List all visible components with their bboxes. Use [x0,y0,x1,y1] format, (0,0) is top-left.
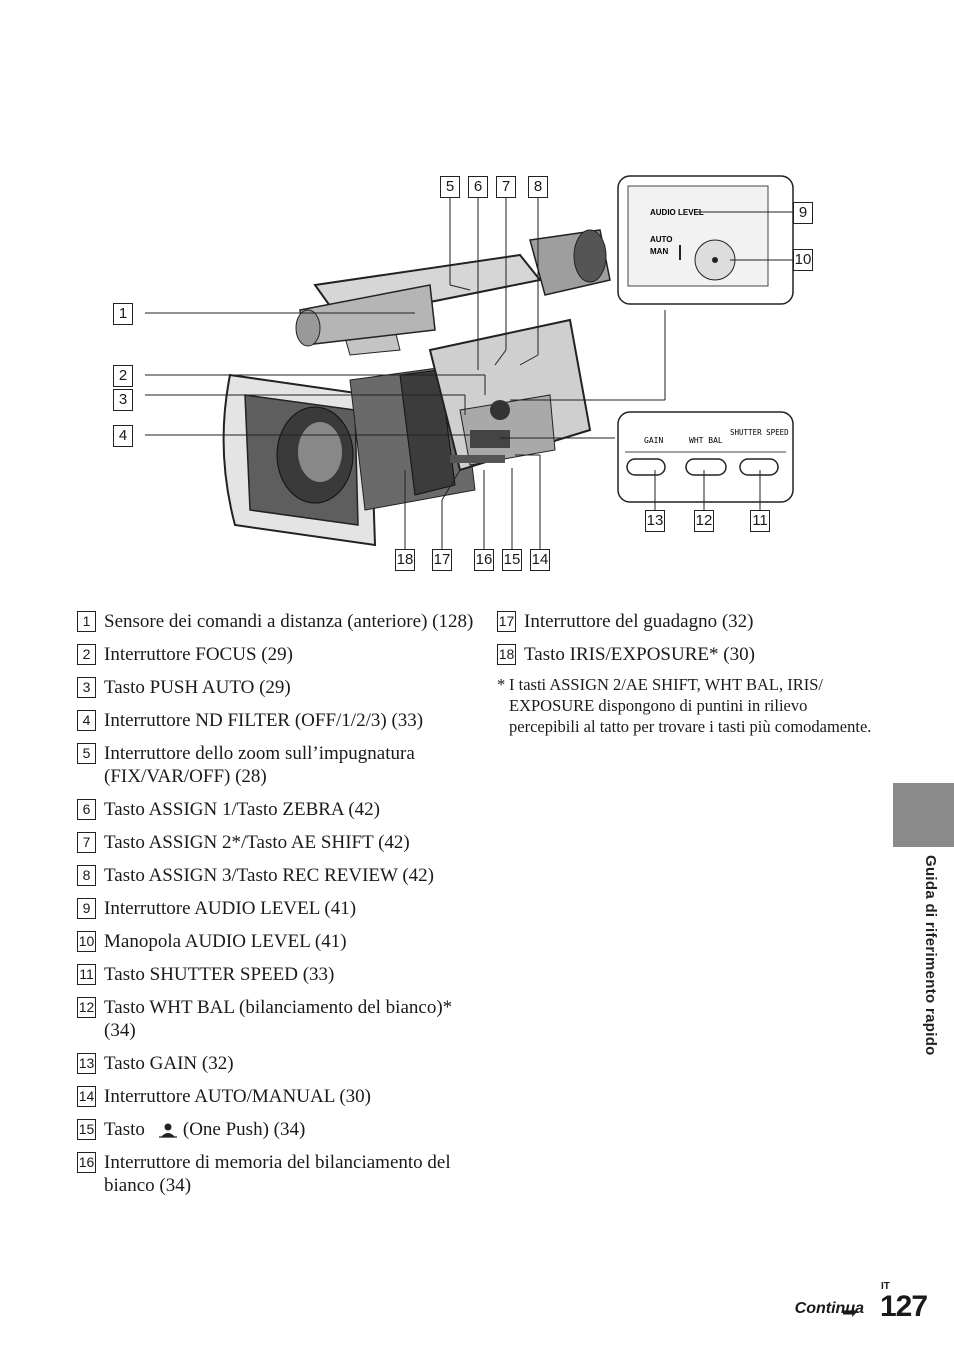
callout-11: 11 [750,510,770,532]
section-tab [893,783,954,847]
callout-15: 15 [502,549,522,571]
legend-item: 2 Interruttore FOCUS (29) [77,643,477,666]
legend-item: 9 Interruttore AUDIO LEVEL (41) [77,897,477,920]
legend-item: 18 Tasto IRIS/EXPOSURE* (30) [497,643,877,666]
legend-item: 4 Interruttore ND FILTER (OFF/1/2/3) (33) [77,709,477,732]
legend-right-column: 17 Interruttore del guadagno (32) 18 Tasto… [497,610,877,737]
callout-5: 5 [440,176,460,198]
item-number: 4 [77,710,96,731]
callout-12: 12 [694,510,714,532]
item-text: Interruttore dello zoom sull’impugnatura… [104,743,415,787]
item-number: 16 [77,1152,96,1173]
continua-label: Continua [794,1300,864,1317]
legend-item: 17 Interruttore del guadagno (32) [497,610,877,633]
item-text: Tasto ASSIGN 2*/Tasto AE SHIFT (42) [104,832,410,853]
one-push-icon [159,1123,177,1138]
item-text: Tasto IRIS/EXPOSURE* (30) [524,644,755,665]
callout-10: 10 [793,249,813,271]
legend-item: 6 Tasto ASSIGN 1/Tasto ZEBRA (42) [77,798,477,821]
inset-whtbal-label: WHT BAL [689,436,723,445]
item-number: 15 [77,1119,96,1140]
inset-man-label: MAN [650,247,668,256]
item-number: 18 [497,644,516,665]
item-number: 9 [77,898,96,919]
item-text: Tasto SHUTTER SPEED (33) [104,964,335,985]
legend-item: 10 Manopola AUDIO LEVEL (41) [77,930,477,953]
item-number: 17 [497,611,516,632]
item-number: 11 [77,964,96,985]
callout-16: 16 [474,549,494,571]
legend-item: 5 Interruttore dello zoom sull’impugnatur… [77,742,477,788]
inset-auto-label: AUTO [650,235,673,244]
item-text: Interruttore AUDIO LEVEL (41) [104,898,357,919]
item-text: Interruttore AUTO/MANUAL (30) [104,1086,372,1107]
callout-7: 7 [496,176,516,198]
callout-4: 4 [113,425,133,447]
legend-item: 16 Interruttore di memoria del bilanciame… [77,1151,477,1197]
inset-gain-label: GAIN [644,436,663,445]
legend-item: 8 Tasto ASSIGN 3/Tasto REC REVIEW (42) [77,864,477,887]
continue-arrow-icon: ➡ [842,1302,858,1323]
legend-item: 14 Interruttore AUTO/MANUAL (30) [77,1085,477,1108]
section-label: Guida di riferimento rapido [909,855,949,1095]
callout-14: 14 [530,549,550,571]
item-text: Tasto (One Push) (34) [104,1119,306,1140]
legend-item: 15 Tasto (One Push) (34) [77,1118,477,1141]
language-code: IT [881,1281,890,1292]
item-number: 2 [77,644,96,665]
legend-item: 11 Tasto SHUTTER SPEED (33) [77,963,477,986]
item-text: Interruttore FOCUS (29) [104,644,293,665]
item-number: 8 [77,865,96,886]
legend-item: 12 Tasto WHT BAL (bilanciamento del bianc… [77,996,477,1042]
inset-audio-title: AUDIO LEVEL [650,208,704,217]
legend-item: 13 Tasto GAIN (32) [77,1052,477,1075]
item-number: 3 [77,677,96,698]
legend-item: 1 Sensore dei comandi a distanza (anterio… [77,610,477,633]
camcorder-figure: AUDIO LEVEL AUTO MAN GAIN WHT BAL SHUTTE… [100,170,820,590]
item-text: Tasto WHT BAL (bilanciamento del bianco)… [104,997,453,1041]
callout-13: 13 [645,510,665,532]
section-label-text: Guida di riferimento rapido [922,855,939,1056]
item-text: Tasto ASSIGN 1/Tasto ZEBRA (42) [104,799,381,820]
item-number: 5 [77,743,96,764]
footnote-text: I tasti ASSIGN 2/AE SHIFT, WHT BAL, IRIS… [509,675,872,736]
item-number: 1 [77,611,96,632]
item-text: Interruttore di memoria del bilanciament… [104,1152,451,1196]
item-text: Tasto GAIN (32) [104,1053,234,1074]
legend-left-column: 1 Sensore dei comandi a distanza (anterio… [77,610,477,1207]
callout-3: 3 [113,389,133,411]
callout-6: 6 [468,176,488,198]
page-number: 127 [880,1290,928,1323]
legend-item: 3 Tasto PUSH AUTO (29) [77,676,477,699]
callout-1: 1 [113,303,133,325]
item-text: Tasto ASSIGN 3/Tasto REC REVIEW (42) [104,865,435,886]
inset-shutter-label: SHUTTER SPEED [730,428,789,437]
camcorder-illustration: AUDIO LEVEL AUTO MAN GAIN WHT BAL SHUTTE… [145,175,794,550]
item-number: 6 [77,799,96,820]
item-text: Interruttore del guadagno (32) [524,611,754,632]
item-number: 12 [77,997,96,1018]
footnote-marker: * [497,675,506,694]
item-number: 13 [77,1053,96,1074]
footnote: *I tasti ASSIGN 2/AE SHIFT, WHT BAL, IRI… [497,674,877,737]
callout-2: 2 [113,365,133,387]
item-text: Interruttore ND FILTER (OFF/1/2/3) (33) [104,710,424,731]
item-text: Manopola AUDIO LEVEL (41) [104,931,347,952]
legend-item: 7 Tasto ASSIGN 2*/Tasto AE SHIFT (42) [77,831,477,854]
item-number: 10 [77,931,96,952]
callout-8: 8 [528,176,548,198]
item-text: Tasto PUSH AUTO (29) [104,677,291,698]
item-text: Sensore dei comandi a distanza (anterior… [104,611,474,632]
item-number: 14 [77,1086,96,1107]
callout-17: 17 [432,549,452,571]
callout-9: 9 [793,202,813,224]
callout-18: 18 [395,549,415,571]
item-number: 7 [77,832,96,853]
